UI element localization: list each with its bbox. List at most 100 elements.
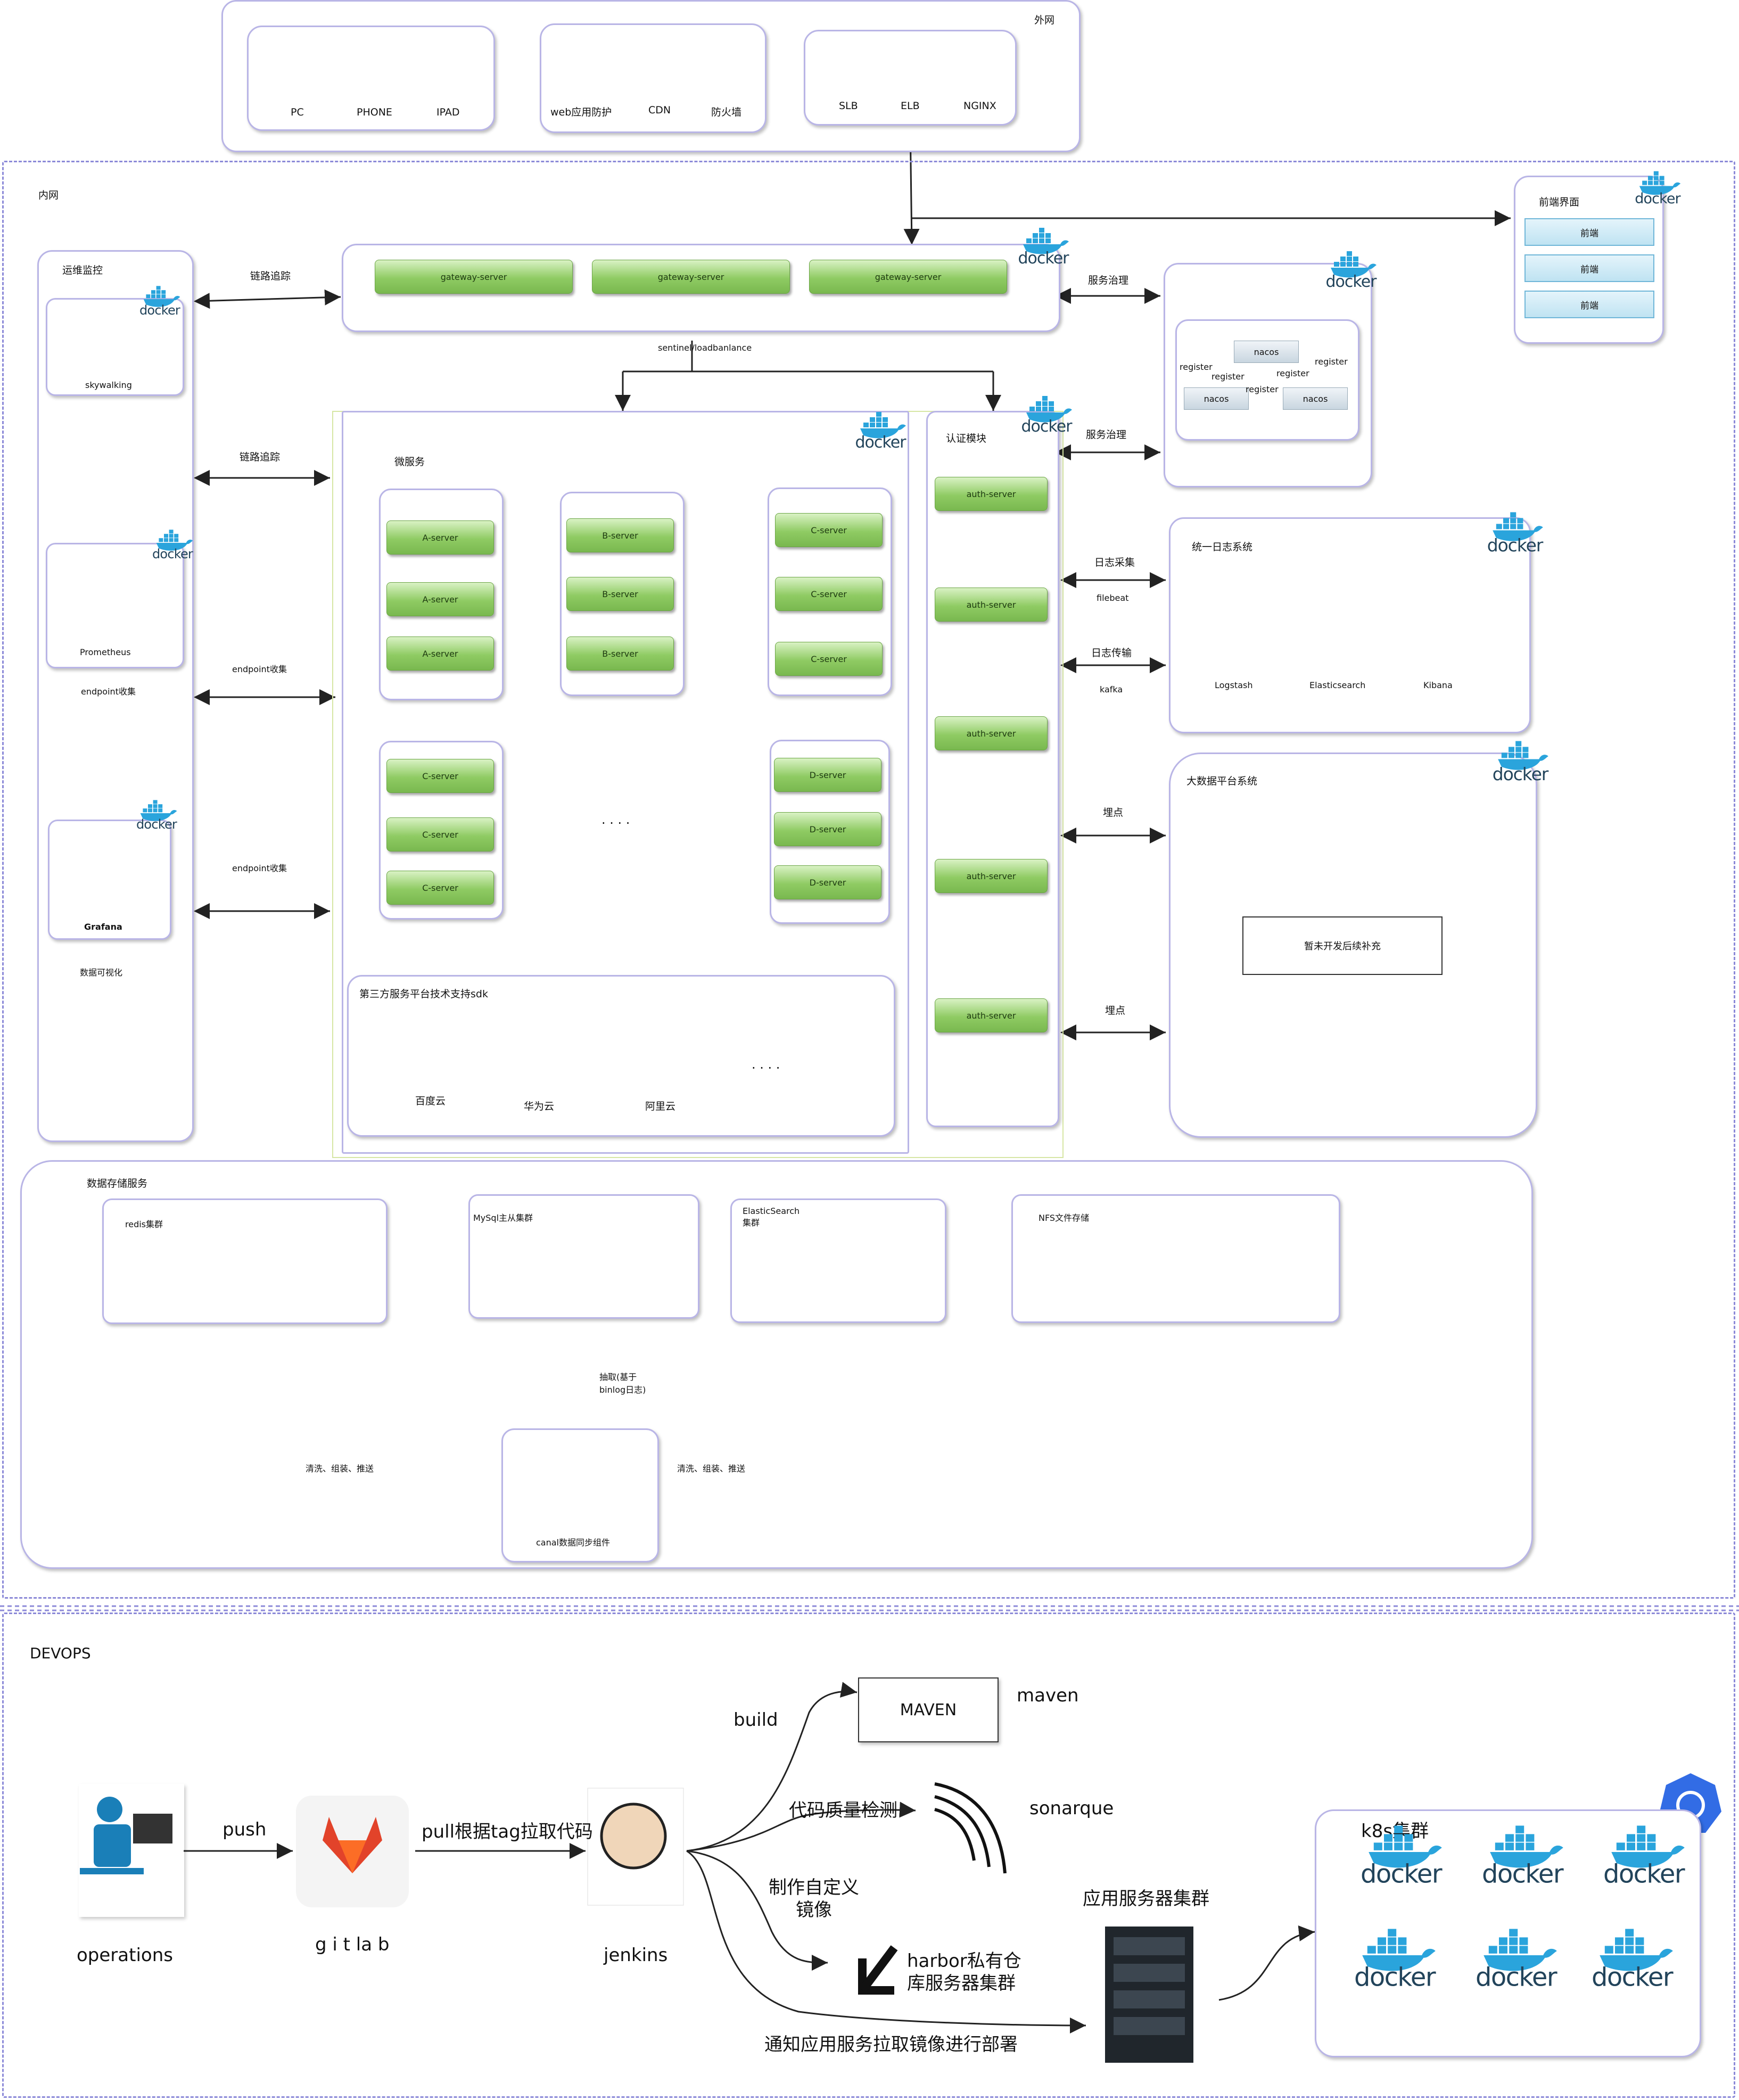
- devops-frame: [2, 1613, 1735, 2098]
- link-label-log-transfer: 日志传输: [1091, 647, 1132, 659]
- load-balancer-group: [804, 30, 1017, 126]
- operations-card: [79, 1784, 184, 1917]
- third-party-ellipsis: . . . .: [752, 1057, 780, 1072]
- nacos-cluster: [1175, 319, 1359, 441]
- app-cluster-label: 应用服务器集群: [1083, 1888, 1209, 1909]
- skywalking-card: [46, 298, 184, 396]
- c-server[interactable]: C-server: [775, 513, 883, 547]
- c-server[interactable]: C-server: [775, 642, 883, 676]
- docker-icon: docker: [1350, 1822, 1452, 1890]
- nacos-node[interactable]: nacos: [1283, 387, 1348, 410]
- image-label: 制作自定义 镜像: [769, 1877, 859, 1921]
- docker-icon: docker: [1319, 249, 1383, 292]
- frontend-item[interactable]: 前端: [1524, 218, 1654, 246]
- lb-label-slb: SLB: [839, 100, 858, 112]
- auth-server[interactable]: auth-server: [935, 588, 1048, 622]
- a-server[interactable]: A-server: [386, 520, 494, 555]
- docker-icon: docker: [147, 528, 198, 562]
- log-system-title: 统一日志系统: [1192, 541, 1253, 553]
- prometheus-caption: endpoint收集: [81, 687, 136, 697]
- build-label: build: [733, 1709, 778, 1731]
- bigdata-title: 大数据平台系统: [1186, 775, 1258, 787]
- register-label: register: [1276, 368, 1309, 378]
- auth-server[interactable]: auth-server: [935, 716, 1048, 750]
- gateway-server[interactable]: gateway-server: [809, 260, 1007, 294]
- gitlab-label: g i t la b: [315, 1934, 390, 1955]
- microservice-ellipsis: . . . .: [601, 812, 630, 827]
- pull-label: pull根据tag拉取代码: [422, 1821, 593, 1842]
- link-label-kafka: kafka: [1100, 684, 1123, 695]
- c-server[interactable]: C-server: [775, 577, 883, 611]
- link-label-service-governance: 服务治理: [1088, 275, 1129, 286]
- device-label-ipad: IPAD: [436, 106, 460, 118]
- docker-icon: docker: [1471, 1822, 1573, 1890]
- grafana-caption: 数据可视化: [80, 968, 123, 978]
- link-label-bury: 埋点: [1105, 1005, 1126, 1016]
- grafana-card: [48, 820, 171, 940]
- operations-icon: [80, 1797, 172, 1874]
- operations-label: operations: [77, 1945, 173, 1966]
- gitlab-icon: [296, 1796, 409, 1907]
- third-party-aliyun: 阿里云: [645, 1101, 676, 1112]
- skywalking-label: skywalking: [85, 380, 132, 390]
- log-system-logstash: Logstash: [1215, 680, 1253, 690]
- redis-cluster: redis集群: [102, 1198, 388, 1324]
- security-label-waf: web应用防护: [550, 106, 612, 118]
- c-server[interactable]: C-server: [386, 871, 494, 905]
- frontend-title: 前端界面: [1539, 196, 1580, 208]
- docker-icon: docker: [1011, 226, 1075, 268]
- maven-box: MAVEN: [858, 1677, 999, 1742]
- log-system-panel: 统一日志系统: [1169, 517, 1531, 733]
- grafana-label: Grafana: [84, 922, 122, 932]
- third-party-panel: 第三方服务平台技术支持sdk: [347, 975, 895, 1137]
- auth-server[interactable]: auth-server: [935, 859, 1048, 893]
- d-server[interactable]: D-server: [774, 865, 881, 899]
- docker-icon: docker: [1593, 1822, 1695, 1890]
- docker-icon: docker: [1581, 1925, 1683, 1994]
- c-server[interactable]: C-server: [386, 817, 494, 851]
- docker-icon: docker: [1485, 739, 1555, 786]
- a-server[interactable]: A-server: [386, 582, 494, 616]
- register-label: register: [1315, 357, 1348, 367]
- third-party-huawei: 华为云: [524, 1101, 555, 1112]
- mysql-title: MySql主从集群: [473, 1213, 533, 1223]
- auth-server[interactable]: auth-server: [935, 998, 1048, 1032]
- harbor-label: harbor私有仓 库服务器集群: [907, 1950, 1021, 1994]
- sonarqube-label: sonarque: [1029, 1798, 1114, 1819]
- docker-icon: docker: [131, 798, 182, 832]
- nacos-node[interactable]: nacos: [1184, 387, 1249, 410]
- security-group: [540, 23, 767, 133]
- jenkins-icon: [587, 1788, 684, 1906]
- d-server[interactable]: D-server: [774, 758, 881, 792]
- docker-icon: docker: [848, 410, 912, 452]
- register-label: register: [1180, 362, 1213, 372]
- b-server[interactable]: B-server: [566, 518, 674, 552]
- prometheus-label: Prometheus: [80, 647, 131, 657]
- nacos-node[interactable]: nacos: [1234, 341, 1299, 363]
- gateway-server[interactable]: gateway-server: [375, 260, 573, 294]
- register-label: register: [1211, 371, 1245, 382]
- extract-label: 抽取(基于 binlog日志): [599, 1372, 646, 1395]
- bigdata-placeholder: 暂未开发后续补充: [1242, 916, 1443, 975]
- c-server[interactable]: C-server: [386, 759, 494, 793]
- gateway-server[interactable]: gateway-server: [592, 260, 790, 294]
- auth-server[interactable]: auth-server: [935, 477, 1048, 511]
- gateway-caption: sentinel/loadbanlance: [658, 343, 752, 353]
- d-server[interactable]: D-server: [774, 812, 881, 846]
- canal-component: canal数据同步组件: [501, 1428, 659, 1562]
- link-label-endpoint: endpoint收集: [232, 664, 287, 674]
- internal-network-title: 内网: [38, 189, 59, 201]
- device-label-phone: PHONE: [357, 106, 392, 118]
- third-party-baidu: 百度云: [415, 1095, 446, 1107]
- link-label-service-governance: 服务治理: [1086, 429, 1127, 441]
- frontend-item[interactable]: 前端: [1524, 291, 1654, 318]
- es-title: ElasticSearch 集群: [743, 1206, 800, 1228]
- b-server[interactable]: B-server: [566, 636, 674, 671]
- b-server[interactable]: B-server: [566, 577, 674, 611]
- frontend-item[interactable]: 前端: [1524, 254, 1654, 282]
- link-label-trace: 链路追踪: [240, 451, 281, 463]
- monitoring-title: 运维监控: [62, 264, 103, 276]
- a-server[interactable]: A-server: [386, 636, 494, 671]
- nfs-title: NFS文件存储: [1039, 1213, 1090, 1223]
- lb-label-elb: ELB: [901, 100, 920, 112]
